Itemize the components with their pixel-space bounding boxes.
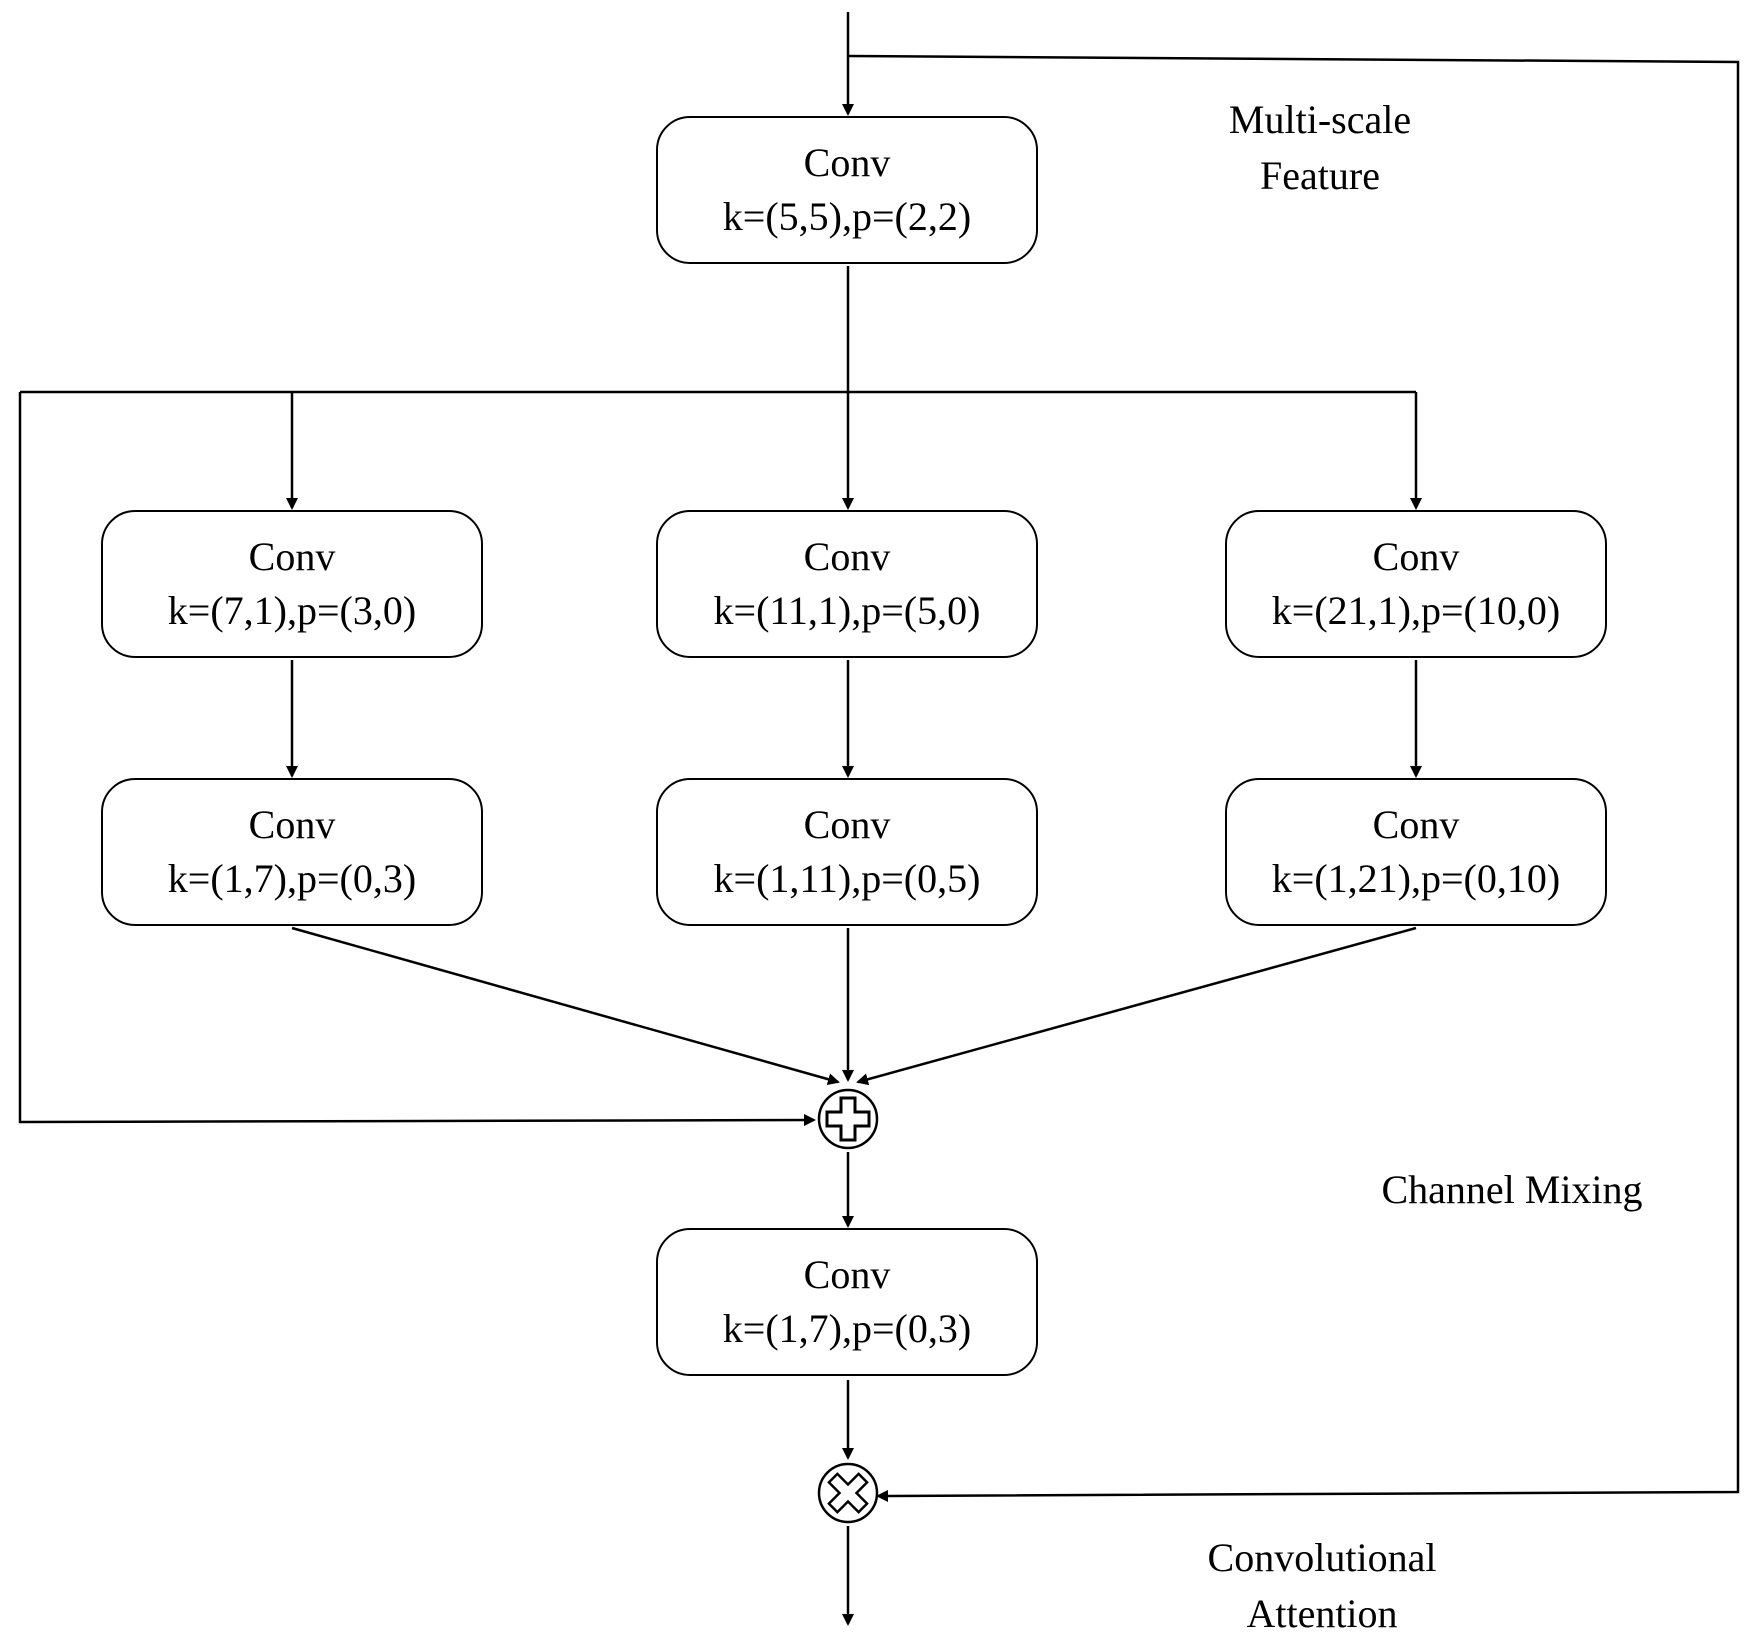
- conv-block-title: Conv: [803, 1252, 891, 1297]
- multiscale-label-line1: Multi-scale: [1228, 97, 1412, 142]
- conv-block-title: Conv: [1372, 802, 1460, 847]
- conv-block-params: k=(1,21),p=(0,10): [1271, 856, 1561, 901]
- conv-block-title: Conv: [803, 534, 891, 579]
- right-to-sum-line: [856, 926, 1417, 1086]
- conv-block-params: k=(1,11),p=(0,5): [713, 856, 981, 901]
- attention-shortcut-line: [847, 54, 1740, 1502]
- conv-block-right-1: Conv k=(21,1),p=(10,0): [1225, 510, 1607, 658]
- channel-mixing-text: Channel Mixing: [1381, 1167, 1643, 1212]
- left-skip-line: [18, 392, 816, 1127]
- conv-block-top: Conv k=(5,5),p=(2,2): [656, 116, 1038, 264]
- add-operator-icon: [817, 1088, 879, 1150]
- conv-block-bottom: Conv k=(1,7),p=(0,3): [656, 1228, 1038, 1376]
- conv-block-params: k=(5,5),p=(2,2): [722, 194, 972, 239]
- conv-block-title: Conv: [1372, 534, 1460, 579]
- conv-block-title: Conv: [248, 534, 336, 579]
- multiscale-feature-label: Multi-scale Feature: [1180, 92, 1460, 204]
- conv-attention-line1: Convolutional: [1207, 1535, 1437, 1580]
- conv-block-title: Conv: [803, 140, 891, 185]
- channel-mixing-label: Channel Mixing: [1352, 1162, 1672, 1218]
- conv-block-left-1: Conv k=(7,1),p=(3,0): [101, 510, 483, 658]
- conv-attention-line2: Attention: [1246, 1591, 1398, 1636]
- conv-block-params: k=(21,1),p=(10,0): [1271, 588, 1561, 633]
- conv-block-title: Conv: [248, 802, 336, 847]
- conv-block-mid-2: Conv k=(1,11),p=(0,5): [656, 778, 1038, 926]
- conv-block-mid-1: Conv k=(11,1),p=(5,0): [656, 510, 1038, 658]
- conv-block-left-2: Conv k=(1,7),p=(0,3): [101, 778, 483, 926]
- conv-block-params: k=(1,7),p=(0,3): [722, 1306, 972, 1351]
- conv-block-params: k=(11,1),p=(5,0): [713, 588, 981, 633]
- multiscale-label-line2: Feature: [1260, 153, 1380, 198]
- conv-block-right-2: Conv k=(1,21),p=(0,10): [1225, 778, 1607, 926]
- conv-block-title: Conv: [803, 802, 891, 847]
- multiply-operator-icon: [817, 1462, 879, 1524]
- convolutional-attention-label: Convolutional Attention: [1162, 1530, 1482, 1642]
- left-to-sum-line: [291, 926, 840, 1086]
- conv-block-params: k=(7,1),p=(3,0): [167, 588, 417, 633]
- conv-block-params: k=(1,7),p=(0,3): [167, 856, 417, 901]
